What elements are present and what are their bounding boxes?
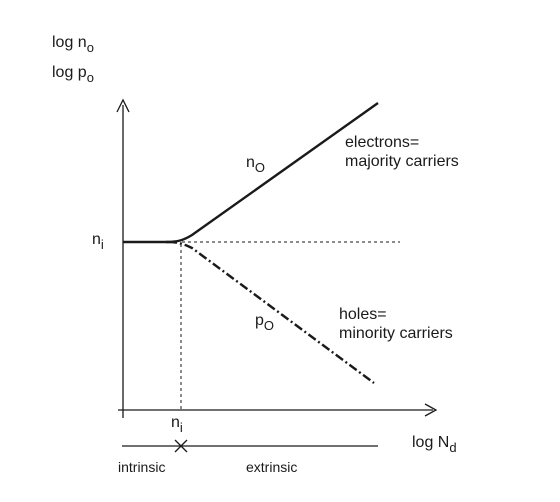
intrinsic-regime-label: intrinsic bbox=[118, 459, 165, 475]
po-curve-label: pO bbox=[255, 312, 274, 333]
y-axis-label-log-no: log no bbox=[52, 34, 94, 55]
y-axis-arrow bbox=[116, 98, 130, 113]
x-axis-arrow bbox=[424, 403, 438, 417]
x-axis-label-log-nd: log Nd bbox=[412, 434, 457, 455]
y-axis-label-log-po: log po bbox=[52, 64, 94, 85]
regime-boundary-cross-icon bbox=[174, 439, 188, 453]
no-curve-label: nO bbox=[246, 154, 265, 175]
holes-annotation-line1: holes= bbox=[339, 306, 387, 323]
ni-x-label: ni bbox=[171, 414, 183, 435]
po-curve bbox=[167, 240, 375, 384]
electrons-annotation-line2: majority carriers bbox=[345, 153, 459, 170]
no-curve bbox=[165, 102, 379, 244]
ni-y-label: ni bbox=[92, 231, 104, 252]
electrons-annotation-line1: electrons= bbox=[345, 134, 419, 151]
holes-annotation-line2: minority carriers bbox=[339, 325, 453, 342]
extrinsic-regime-label: extrinsic bbox=[246, 459, 297, 475]
